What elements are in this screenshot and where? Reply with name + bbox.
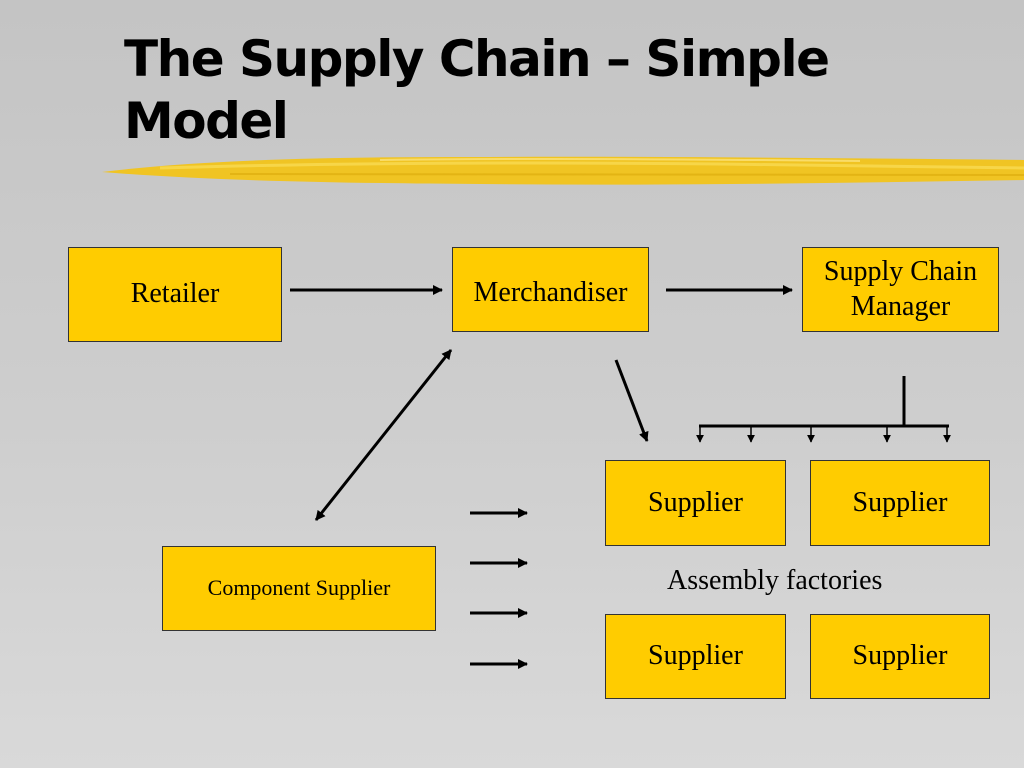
merchandiser-component-supplier-double-arrow <box>314 349 453 521</box>
assembly-factories-caption: Assembly factories <box>667 565 883 596</box>
supply-chain-manager-label: Supply Chain Manager <box>824 255 977 323</box>
supplier-label: Supplier <box>648 486 743 518</box>
retailer-box: Retailer <box>68 247 282 342</box>
supply-chain-manager-box: Supply Chain Manager <box>802 247 999 332</box>
component-supplier-box: Component Supplier <box>162 546 436 631</box>
supplier-box: Supplier <box>810 614 990 699</box>
scm-label-line-2: Manager <box>850 290 951 322</box>
scm-distribution-bracket <box>696 376 951 443</box>
supplier-label: Supplier <box>852 640 948 672</box>
merchandiser-box: Merchandiser <box>452 247 649 332</box>
component-flow-arrows <box>470 508 528 669</box>
scm-label-line-1: Supply Chain <box>823 256 978 288</box>
supplier-box: Supplier <box>605 614 786 699</box>
component-supplier-label: Component Supplier <box>207 575 391 601</box>
slide-title: The Supply Chain – Simple Model <box>124 28 984 152</box>
title-line-2: Model <box>124 92 289 150</box>
merchandiser-to-supplier-arrow <box>614 359 649 442</box>
title-line-1: The Supply Chain – Simple <box>124 30 830 88</box>
supplier-label: Supplier <box>648 640 743 672</box>
supplier-box: Supplier <box>810 460 990 546</box>
retailer-label: Retailer <box>130 278 220 310</box>
supplier-label: Supplier <box>852 486 948 518</box>
supplier-box: Supplier <box>605 460 786 546</box>
merchandiser-label: Merchandiser <box>473 277 628 308</box>
